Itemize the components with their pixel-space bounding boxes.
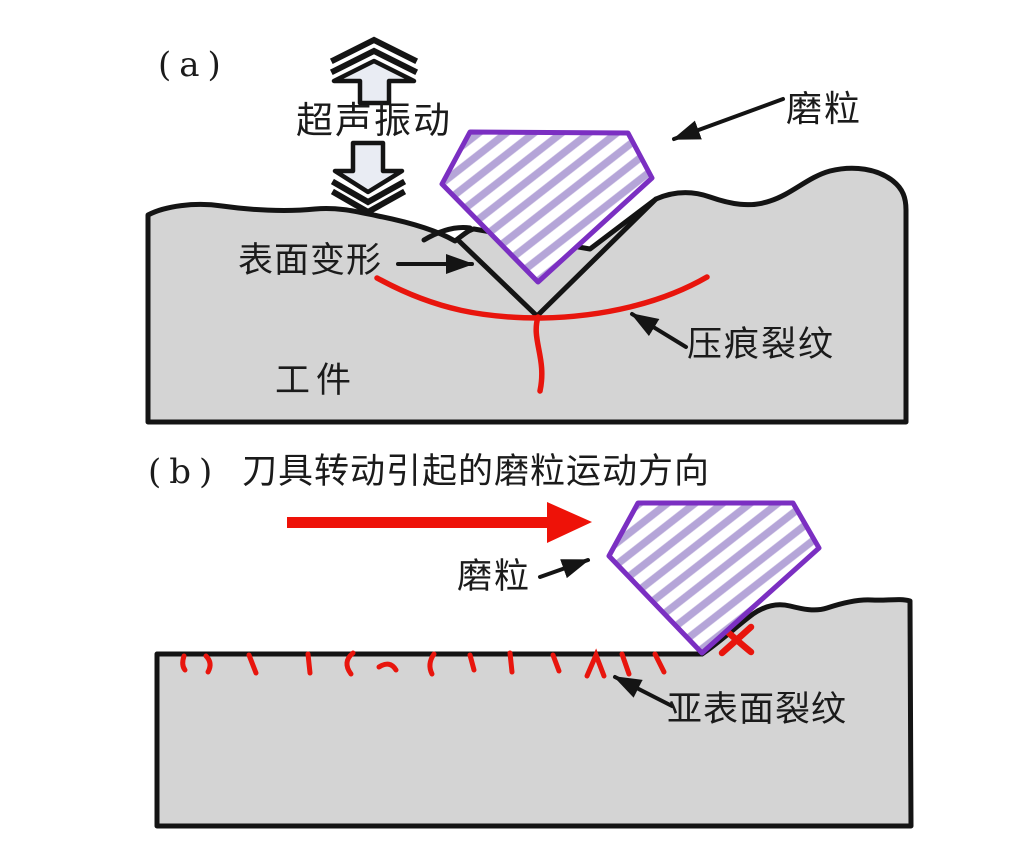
panel-b-title: 刀具转动引起的磨粒运动方向 <box>242 452 711 492</box>
ultrasonic-vibration-label: 超声振动 <box>296 99 452 142</box>
abrasive-particle-a <box>439 129 655 285</box>
panel-b-label: (b) <box>148 452 221 492</box>
abrasive-particle-b <box>606 500 822 656</box>
abrasive-a-leader-arrow <box>672 97 785 141</box>
panel-a-label: (a) <box>158 45 229 85</box>
abrasive-a-label: 磨粒 <box>786 89 863 130</box>
indentation-crack-arc <box>374 274 710 321</box>
vibration-up-arrow-icon <box>329 36 419 106</box>
workpiece-a-shape <box>145 165 909 425</box>
workpiece-label: 工件 <box>275 361 358 401</box>
subsurface-crack-leader-arrow <box>613 675 674 708</box>
subsurface-crack-label: 亚表面裂纹 <box>667 690 848 730</box>
panel-b-graphics <box>154 500 914 829</box>
abrasive-b-label: 磨粒 <box>457 557 532 597</box>
vibration-down-arrow-icon <box>330 140 407 216</box>
abrasive-b-leader-arrow <box>538 558 590 579</box>
surface-deformation-label: 表面变形 <box>238 241 383 281</box>
subsurface-cracks-group <box>180 648 667 679</box>
abrasive-motion-arrow <box>287 502 592 543</box>
surface-pileup-lip-line <box>421 225 473 243</box>
panel-a-graphics <box>145 36 909 425</box>
workpiece-b-shape <box>154 597 914 829</box>
indentation-crack-leader-arrow <box>630 312 688 349</box>
indentation-crack-label: 压痕裂纹 <box>687 325 836 365</box>
median-crack-line <box>533 314 545 394</box>
